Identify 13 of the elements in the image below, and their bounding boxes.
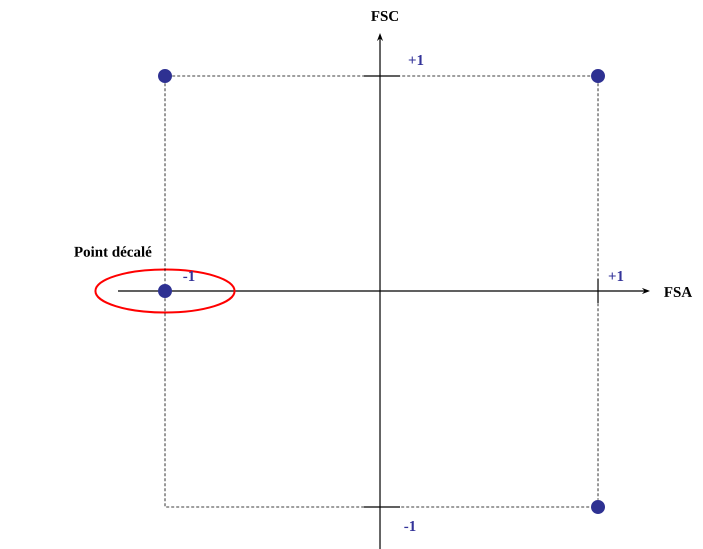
callout-text: Point décalé [74,246,152,257]
data-point [591,69,605,83]
data-point [591,500,605,514]
tick-label: +1 [408,55,424,65]
data-point [158,284,172,298]
axis-label: FSA [664,286,692,298]
data-point [158,69,172,83]
axis-label: FSC [371,10,398,22]
tick-label: -1 [404,521,416,531]
tick-label: +1 [608,271,624,281]
tick-label: -1 [183,271,194,281]
dashed-line [164,298,592,508]
dashed-line [164,82,166,284]
